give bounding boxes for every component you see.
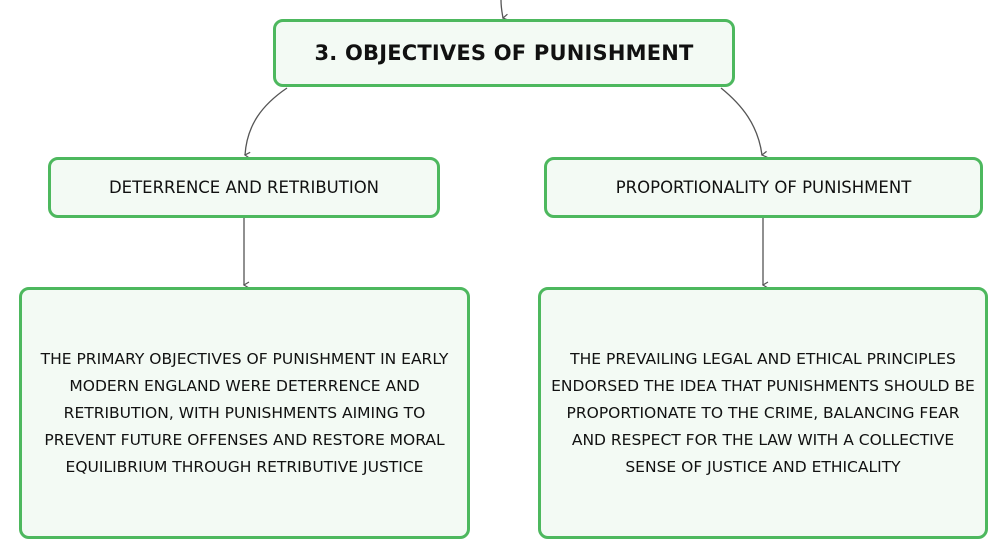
detail-node-deterrence[interactable]: THE PRIMARY OBJECTIVES OF PUNISHMENT IN … — [19, 287, 470, 539]
edge-parent-to-root — [500, 0, 509, 21]
detail-text-deterrence: THE PRIMARY OBJECTIVES OF PUNISHMENT IN … — [40, 349, 449, 476]
branch-label-deterrence: DETERRENCE AND RETRIBUTION — [108, 178, 380, 197]
root-topic-label: 3. OBJECTIVES OF PUNISHMENT — [314, 41, 694, 65]
branch-node-proportionality[interactable]: PROPORTIONALITY OF PUNISHMENT — [544, 157, 983, 218]
detail-text-proportionality: THE PREVAILING LEGAL AND ETHICAL PRINCIP… — [551, 349, 975, 476]
branch-label-proportionality: PROPORTIONALITY OF PUNISHMENT — [615, 178, 912, 197]
edge-root-to-deterrence — [243, 87, 288, 159]
edge-root-to-proportionality — [720, 87, 768, 158]
detail-node-proportionality[interactable]: THE PREVAILING LEGAL AND ETHICAL PRINCIP… — [538, 287, 988, 539]
root-topic-node[interactable]: 3. OBJECTIVES OF PUNISHMENT — [273, 19, 735, 87]
branch-node-deterrence[interactable]: DETERRENCE AND RETRIBUTION — [48, 157, 440, 218]
